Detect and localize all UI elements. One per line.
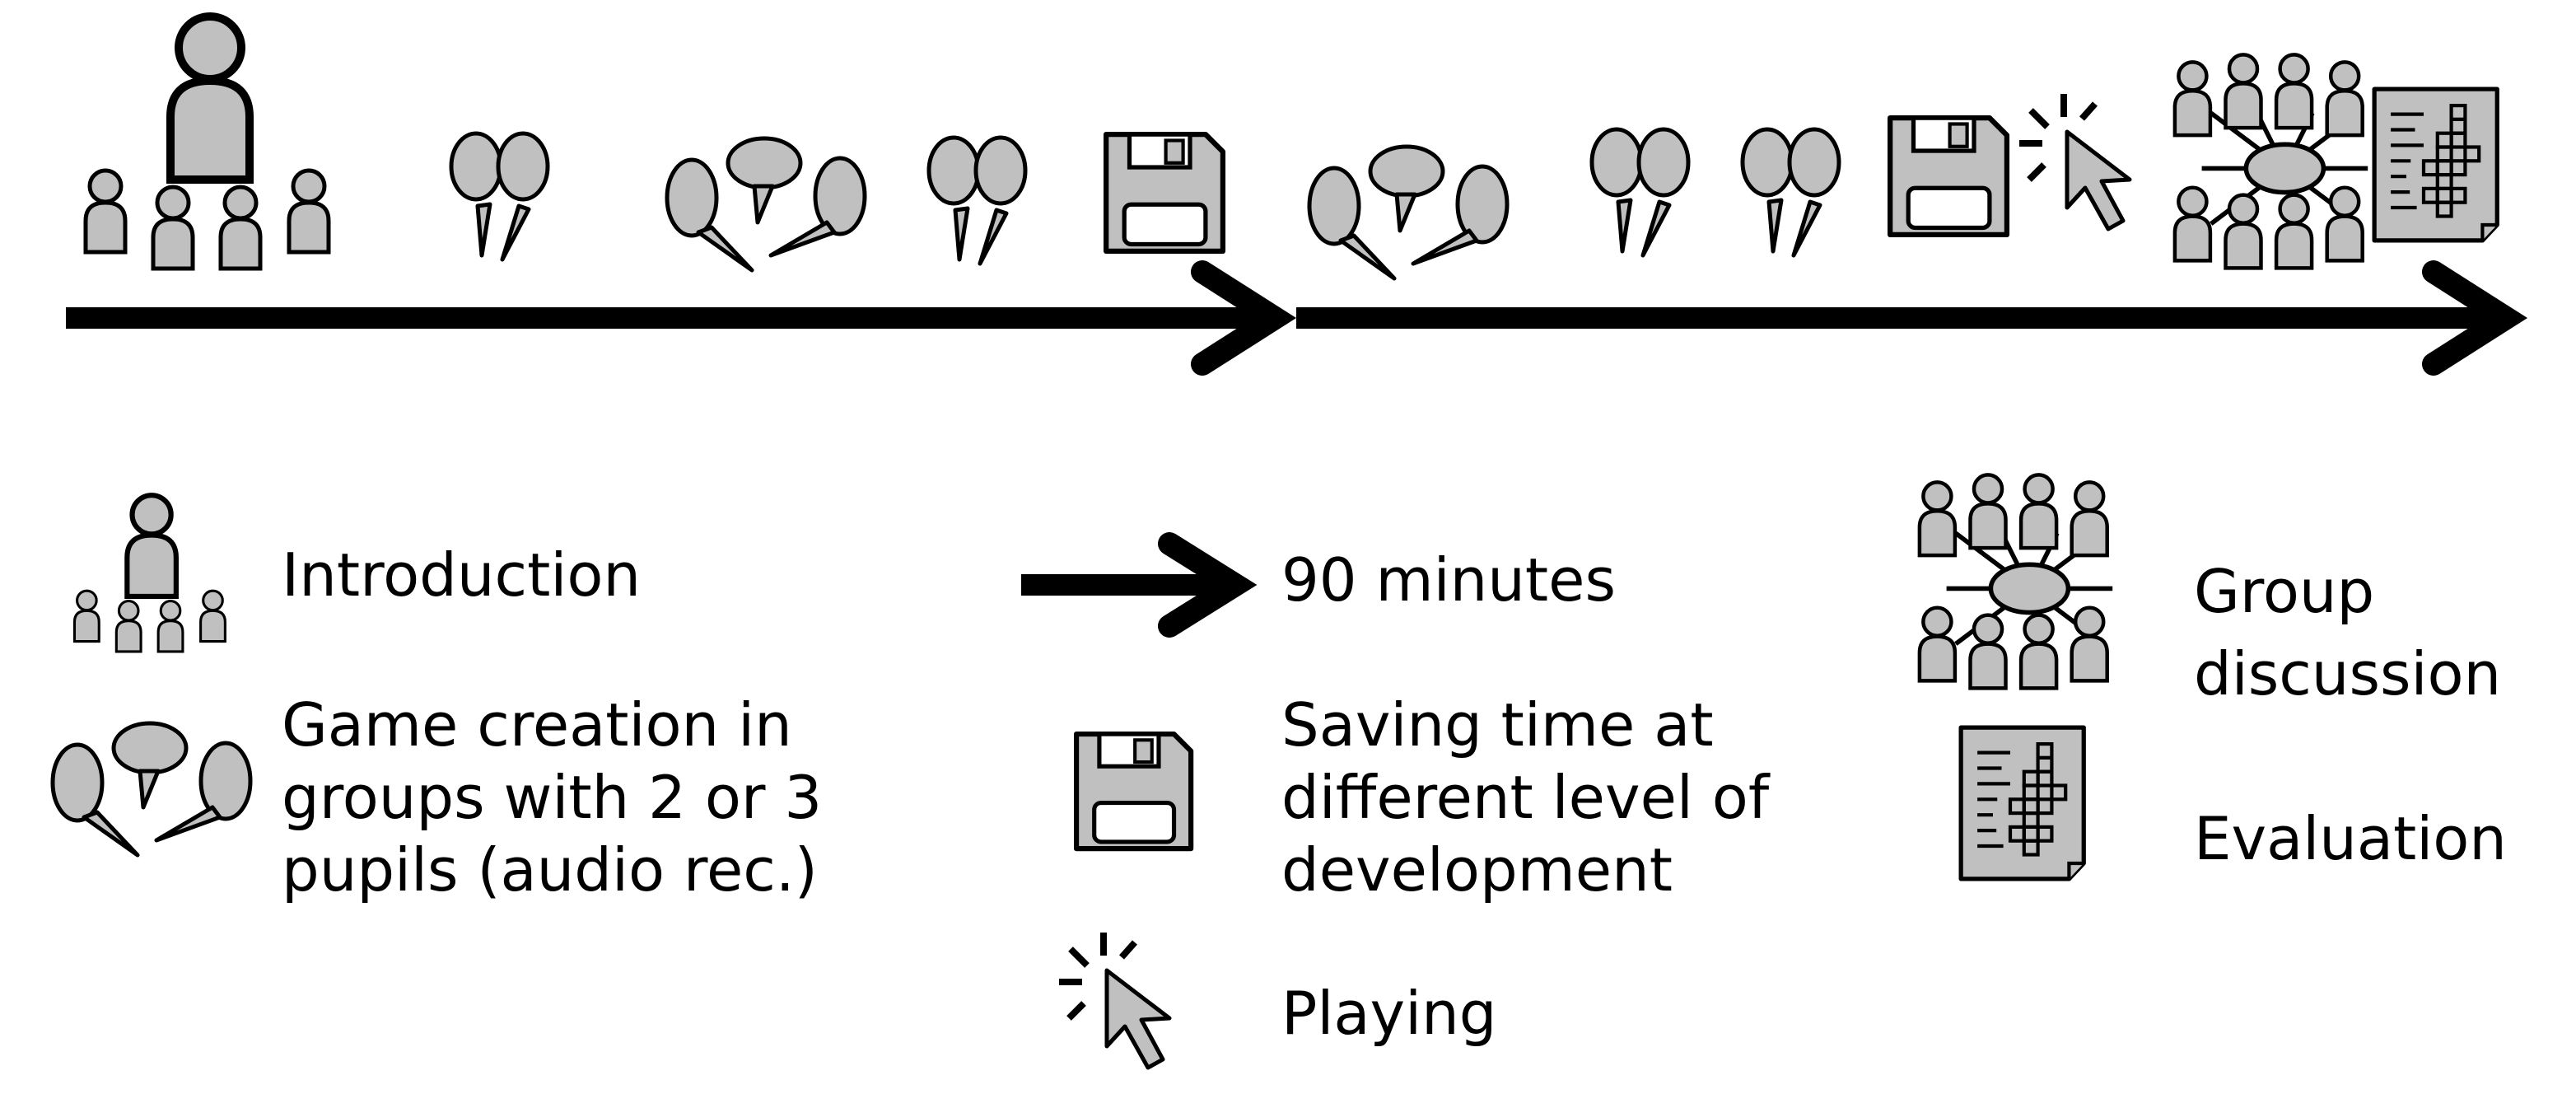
legend-playing-icon <box>1059 933 1169 1068</box>
group-speech-icon <box>1309 147 1507 278</box>
legend-introduction-label: Introduction <box>282 540 642 610</box>
legend-evaluation-label: Evaluation <box>2194 804 2507 873</box>
introduction-icon <box>86 16 329 269</box>
legend-group-discussion-icon <box>1920 475 2112 688</box>
group-discussion-icon <box>2175 54 2368 268</box>
legend-game-creation-label-line2: groups with 2 or 3 <box>282 763 823 832</box>
legend-group-speech-icon <box>53 723 250 855</box>
legend-saving-label-line2: different level of <box>1281 763 1770 832</box>
legend-group-discussion-label-line2: discussion <box>2194 639 2502 708</box>
legend-saving-label-line1: Saving time at <box>1281 690 1714 760</box>
pair-speech-icon <box>1592 129 1688 255</box>
legend-playing-label: Playing <box>1281 979 1497 1048</box>
legend-game-creation-label-line1: Game creation in <box>282 690 792 760</box>
evaluation-icon <box>2374 89 2497 241</box>
pair-speech-icon <box>451 133 548 259</box>
pair-speech-icon <box>929 138 1025 264</box>
save-icon <box>1106 134 1223 251</box>
pair-speech-icon <box>1743 129 1839 255</box>
legend-saving-label-line3: development <box>1281 835 1673 905</box>
save-icon <box>1890 118 2007 235</box>
legend-duration-arrow <box>1021 532 1258 638</box>
playing-icon <box>2019 94 2130 229</box>
legend-save-icon <box>1076 734 1191 849</box>
legend-introduction-icon <box>74 495 225 652</box>
legend-evaluation-icon <box>1961 727 2084 879</box>
legend-group-discussion-label-line1: Group <box>2194 557 2375 626</box>
timeline-arrow-2 <box>1296 260 2528 376</box>
timeline-arrow-1 <box>66 260 1297 376</box>
legend-duration-label: 90 minutes <box>1281 545 1616 615</box>
group-speech-icon <box>667 138 865 270</box>
legend-game-creation-label-line3: pupils (audio rec.) <box>282 835 818 905</box>
